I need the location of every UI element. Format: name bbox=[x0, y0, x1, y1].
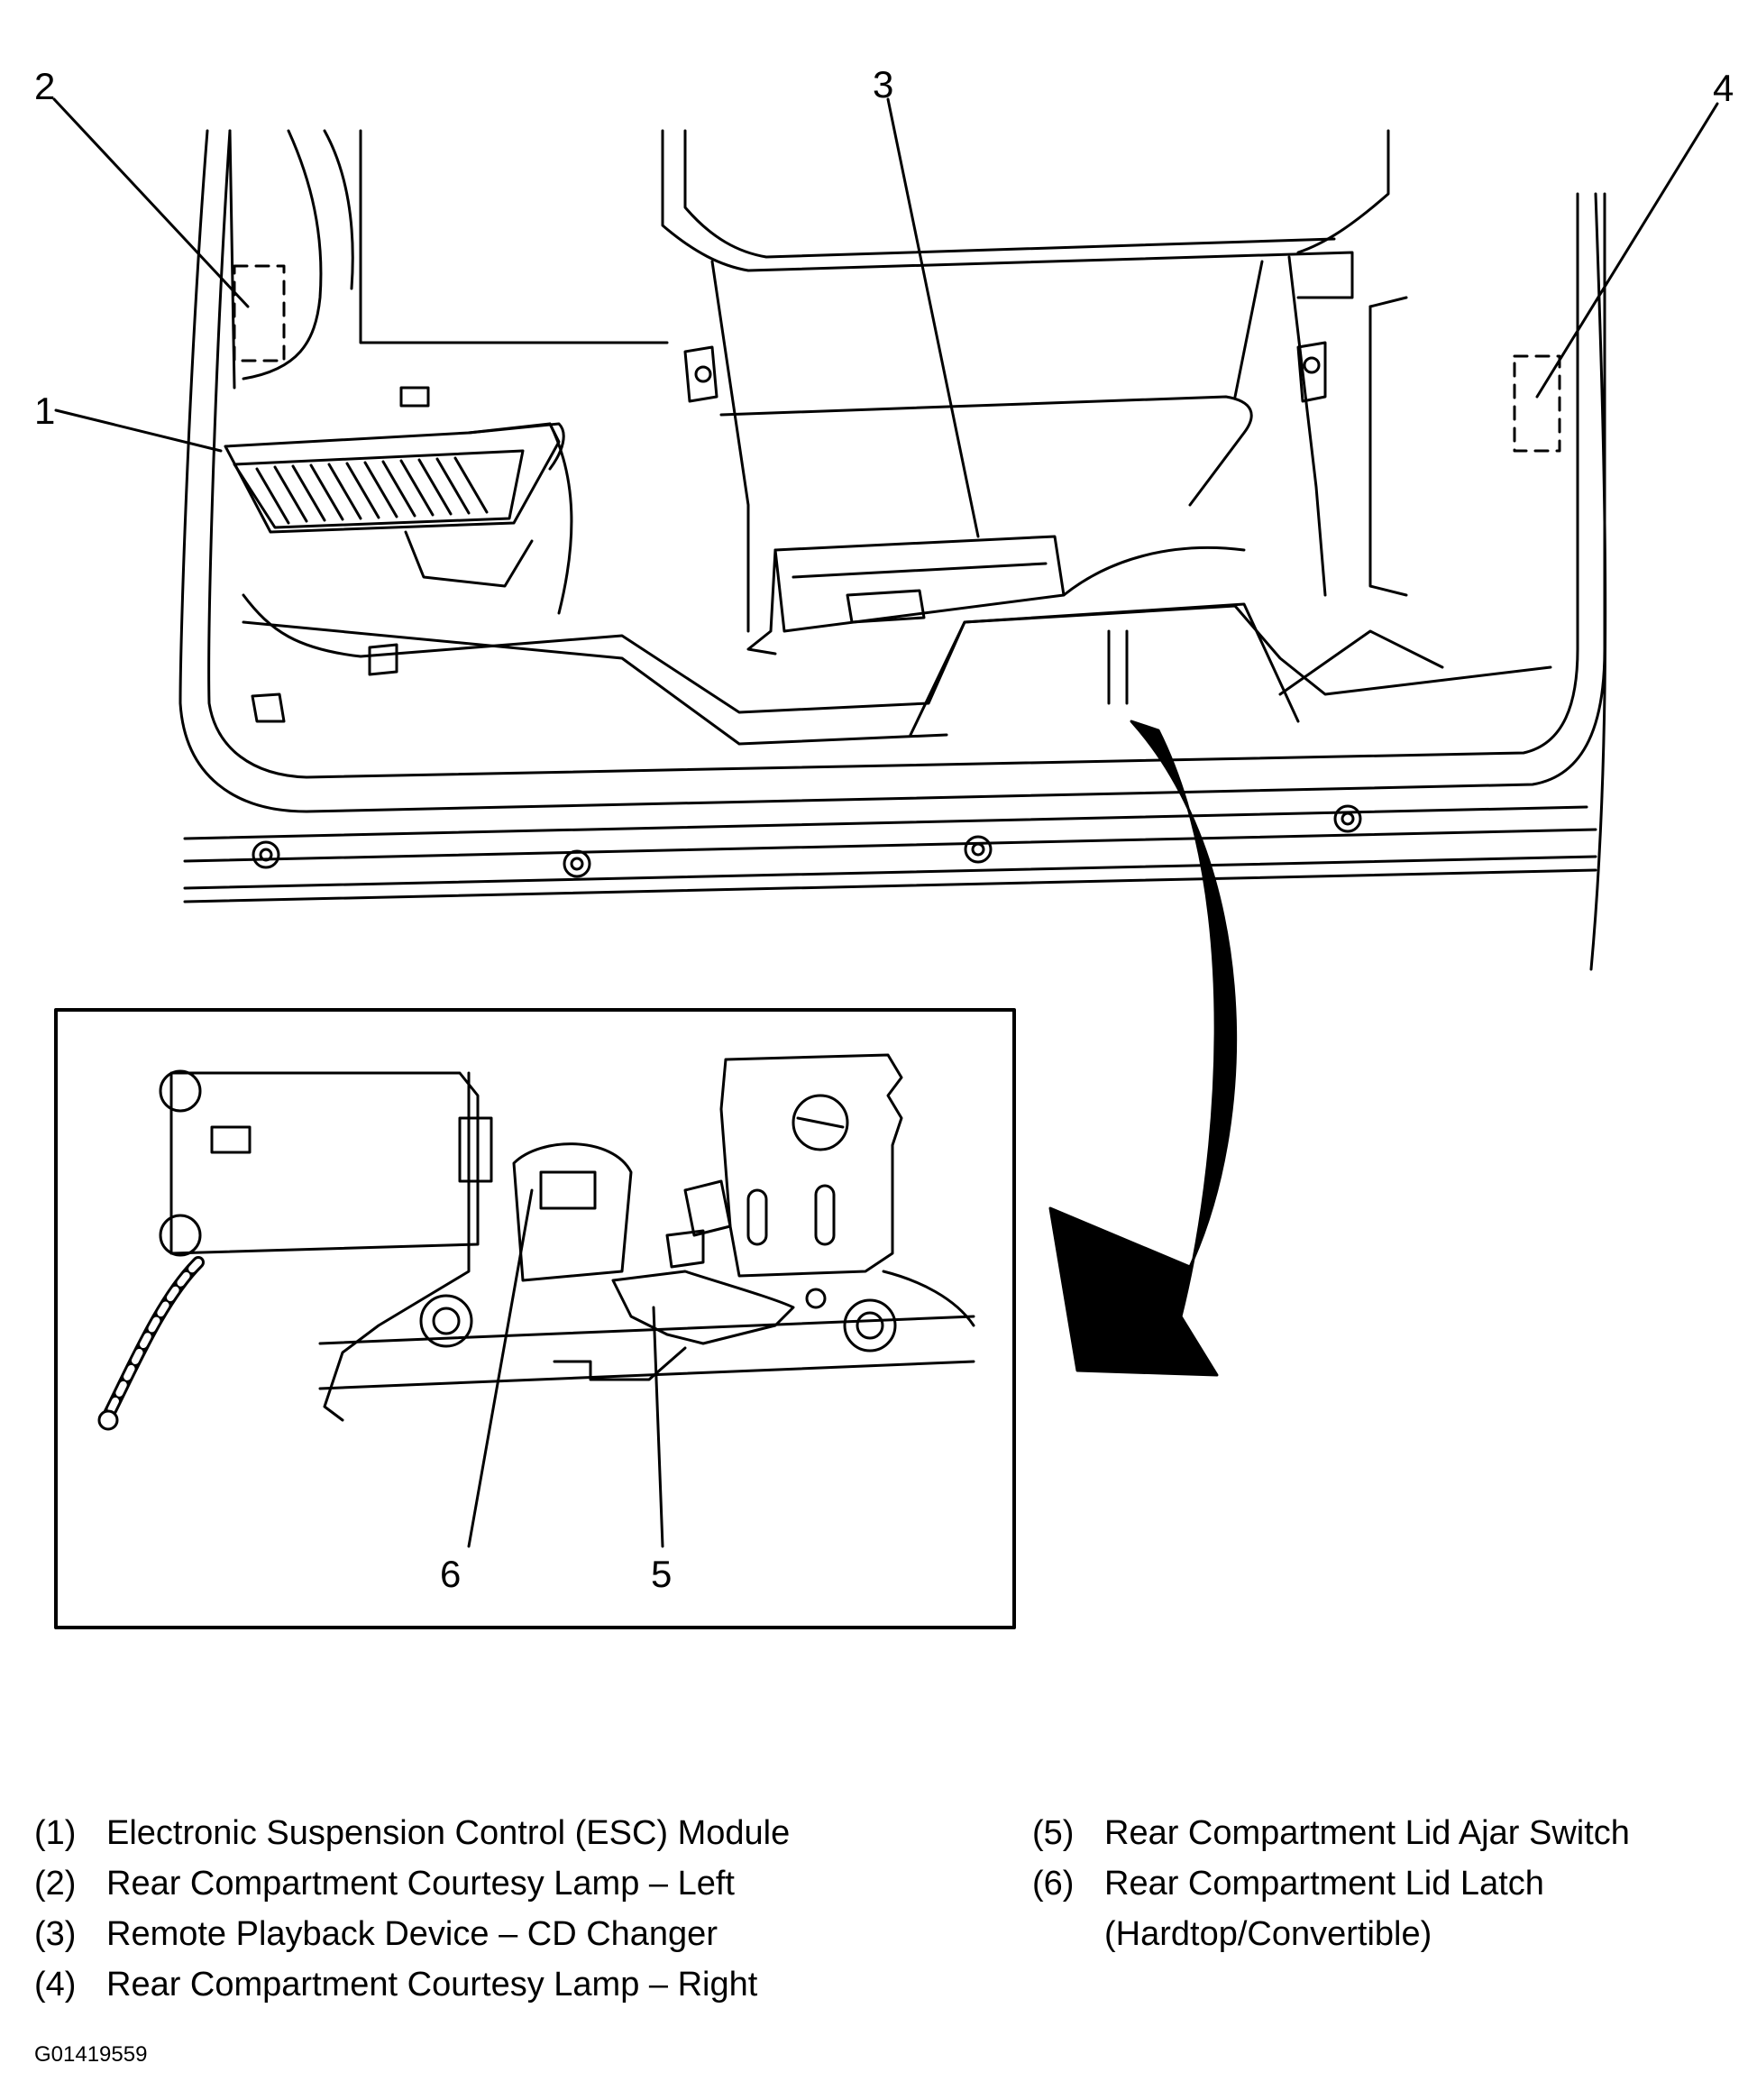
detail-inset-frame bbox=[54, 1008, 1016, 1629]
legend-item-5: (5) Rear Compartment Lid Ajar Switch bbox=[1032, 1808, 1735, 1858]
rear-compartment-diagram: 1 2 3 4 6 5 bbox=[34, 63, 1734, 1629]
latch-bracket bbox=[909, 602, 1300, 737]
leader-line-5 bbox=[652, 1306, 664, 1548]
callout-2: 2 bbox=[34, 65, 55, 107]
callout-3: 3 bbox=[873, 63, 893, 105]
esc-module bbox=[224, 386, 573, 615]
legend-text: Rear Compartment Courtesy Lamp – Right bbox=[106, 1966, 758, 2004]
callout-4: 4 bbox=[1713, 67, 1734, 109]
legend-text: Electronic Suspension Control (ESC) Modu… bbox=[106, 1814, 791, 1852]
legend-item-3: (3) Remote Playback Device – CD Changer bbox=[34, 1909, 990, 1959]
leader-line-2 bbox=[52, 97, 250, 308]
leader-line-1 bbox=[54, 408, 223, 453]
legend-item-4: (4) Rear Compartment Courtesy Lamp – Rig… bbox=[34, 1959, 990, 2010]
courtesy-lamp-left-box bbox=[233, 264, 286, 362]
latch-detail bbox=[97, 1053, 975, 1431]
legend-number: (2) bbox=[34, 1865, 77, 1903]
cd-changer bbox=[746, 535, 1246, 656]
legend-column-left: (1) Electronic Suspension Control (ESC) … bbox=[34, 1808, 990, 2010]
sill-fasteners bbox=[251, 643, 1362, 878]
leader-line-6 bbox=[467, 1188, 534, 1548]
legend-text: Rear Compartment Lid Ajar Switch bbox=[1104, 1814, 1630, 1852]
legend-column-right: (5) Rear Compartment Lid Ajar Switch (6)… bbox=[1032, 1808, 1735, 1959]
legend-number: (6) bbox=[1032, 1865, 1075, 1903]
legend-number: (4) bbox=[34, 1966, 77, 2004]
compartment-outline bbox=[178, 129, 1607, 971]
callout-6: 6 bbox=[440, 1553, 461, 1595]
courtesy-lamp-right-box bbox=[1513, 354, 1561, 453]
leader-line-4 bbox=[1535, 102, 1719, 399]
legend-number: (3) bbox=[34, 1915, 77, 1953]
leader-line-3 bbox=[886, 97, 980, 538]
legend-item-6: (6) Rear Compartment Lid Latch (Hardtop/… bbox=[1032, 1858, 1735, 1959]
callout-5: 5 bbox=[651, 1553, 672, 1595]
detail-arrow bbox=[1048, 720, 1238, 1377]
legend-text: Remote Playback Device – CD Changer bbox=[106, 1915, 718, 1953]
legend-number: (1) bbox=[34, 1814, 77, 1852]
legend-text: Rear Compartment Courtesy Lamp – Left bbox=[106, 1865, 735, 1903]
figure-code: G01419559 bbox=[34, 2042, 148, 2067]
legend-text: Rear Compartment Lid Latch (Hardtop/Conv… bbox=[1104, 1865, 1544, 1953]
legend-number: (5) bbox=[1032, 1814, 1075, 1852]
legend-item-2: (2) Rear Compartment Courtesy Lamp – Lef… bbox=[34, 1858, 990, 1909]
callout-1: 1 bbox=[34, 390, 55, 432]
legend-item-1: (1) Electronic Suspension Control (ESC) … bbox=[34, 1808, 990, 1858]
